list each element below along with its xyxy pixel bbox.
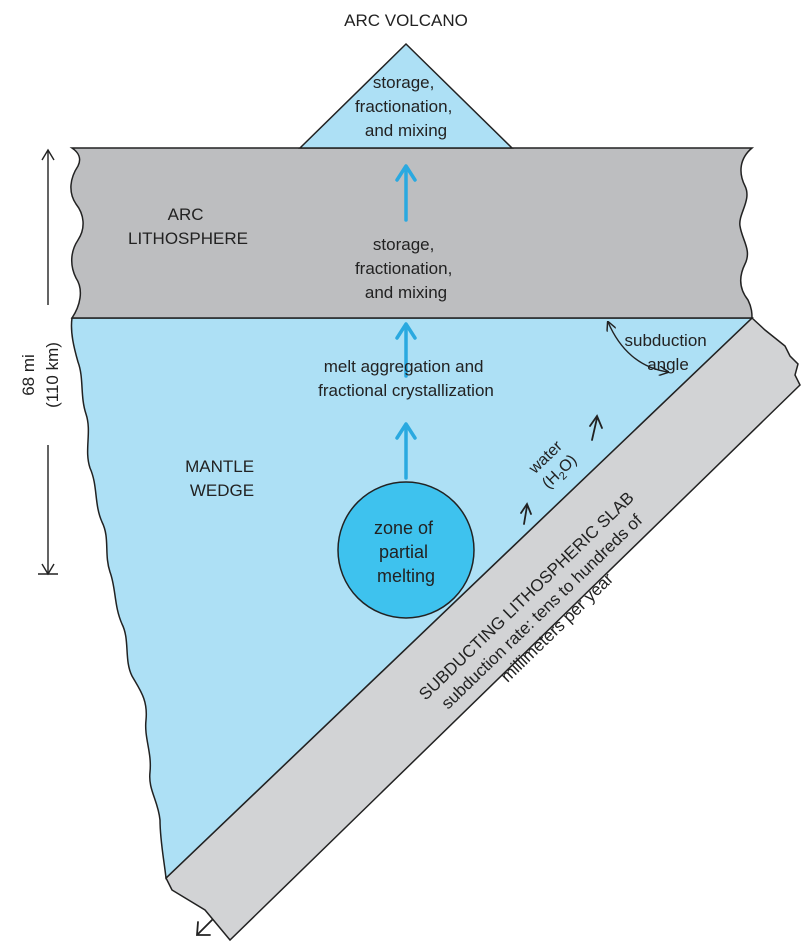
magma-arrow-lithosphere xyxy=(395,164,417,222)
arc-volcano xyxy=(298,42,514,149)
water-arrows xyxy=(520,414,603,525)
depth-scale xyxy=(38,148,58,576)
svg-text:68 mi: 68 mi xyxy=(19,354,38,396)
volcano-process-label: storage, fractionation, and mixing xyxy=(355,73,457,140)
arc-lithosphere xyxy=(69,147,755,319)
magma-arrow-mantle-upper xyxy=(395,322,417,378)
svg-text:(110 km): (110 km) xyxy=(43,342,62,408)
water-arrow-left xyxy=(520,502,532,525)
magma-arrow-mantle-lower xyxy=(395,422,417,480)
subducting-slab xyxy=(165,316,801,942)
depth-label: 68 mi (110 km) xyxy=(19,342,62,408)
water-arrow-right xyxy=(589,414,603,441)
partial-melting-label: zone of partial melting xyxy=(374,518,438,586)
diagram-title: ARC VOLCANO xyxy=(344,11,468,30)
magma-arrows xyxy=(395,164,417,480)
lithosphere-name-label: ARC LITHOSPHERE xyxy=(128,205,248,248)
subduction-angle-label: subduction angle xyxy=(625,331,712,374)
slab-direction-arrow xyxy=(196,919,213,936)
mantle-process-label: melt aggregation and fractional crystall… xyxy=(318,357,494,400)
lithosphere-process-label: storage, fractionation, and mixing xyxy=(355,235,457,302)
mantle-name-label: MANTLE WEDGE xyxy=(185,457,259,500)
subduction-angle-arc xyxy=(608,322,668,372)
partial-melting-zone xyxy=(337,481,475,619)
